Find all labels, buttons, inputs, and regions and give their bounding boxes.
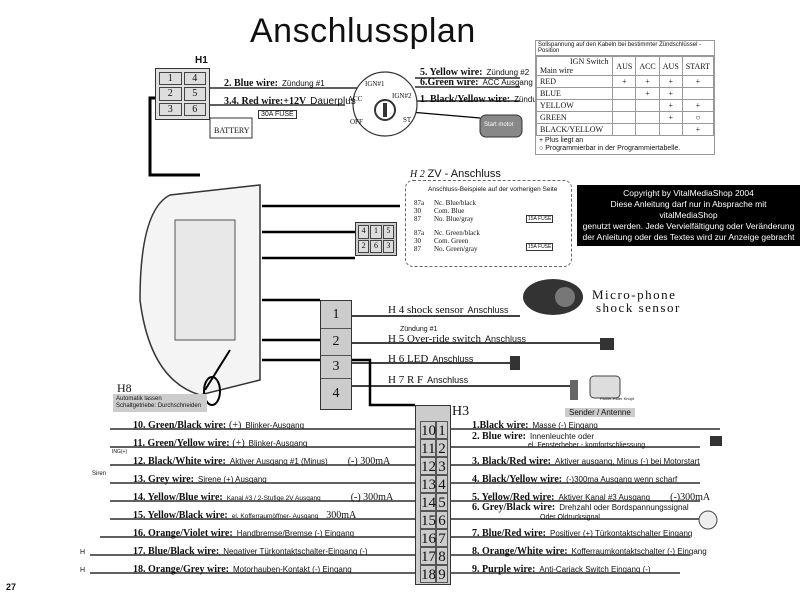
page-title: Anschlussplan (250, 12, 476, 50)
mid-pin: 3 (321, 356, 351, 379)
mid-pin: 4 (332, 386, 340, 401)
legend-plus: + Plus liegt an (539, 137, 584, 144)
circle-icon: ○ (539, 145, 546, 152)
mid-pin: 2 (321, 329, 351, 356)
h3-wire-10: 10. Green/Black wire: (+)Blinker-Ausgang (133, 420, 305, 431)
antenna-label: Sender / Antenne (565, 408, 635, 417)
h1-connector: 1 4 2 5 3 6 (155, 68, 210, 120)
battery-label: BATTERY (214, 126, 250, 135)
switch-ign1: IGN#1 (365, 80, 385, 88)
h3-wire-6: 6. Grey/Black wire:Drehzahl oder Bordspa… (472, 502, 689, 522)
h2-pin: 4 (358, 225, 370, 239)
h3-wire-11: 11. Green/Yellow wire: (+)Blinker-Ausgan… (133, 438, 308, 449)
switch-st: ST (403, 116, 412, 124)
start-motor-label: Start motor (484, 122, 514, 128)
h3-wire-13: 13. Grey wire:Sirene (+) Ausgang (133, 474, 267, 485)
header-main: Main wire (540, 66, 574, 75)
mid-pin: 1 (321, 301, 351, 329)
h2-fuse-1: 15A FUSE (526, 215, 554, 223)
h3-wire-8: 8. Orange/White wire:Kofferraumkontaktsc… (472, 546, 707, 557)
h3-wire-3: 3. Black/Red wire:Aktiver ausgang, Minus… (472, 456, 700, 467)
col-header: ACC (635, 56, 660, 76)
h3-wire-4: 4. Black/Yellow wire:(-)300ma Ausgang we… (472, 474, 678, 485)
h2-fuse-2: 15A FUSE (526, 243, 554, 251)
legend-circle: ○ Programmierbar in der Programmiertabel… (539, 145, 681, 152)
table-row: BLACK/YELLOW+ (535, 123, 715, 136)
h3-wire-14: 14. Yellow/Blue wire:Kanal #3 / 2-Stufig… (133, 492, 394, 503)
h2-connector: 4 1 5 2 6 3 (355, 222, 397, 256)
h3-wire-17: 17. Blue/Black wire:Negativer Türkontakt… (133, 546, 368, 557)
h3-wire-16: 16. Orange/Violet wire:Handbremse/Bremse… (133, 528, 355, 539)
h2-pin: 1 (370, 225, 382, 239)
mid-connector: 1 2 3 4 (320, 300, 352, 410)
col-header: START (681, 56, 715, 76)
h2-header: H 2 ZV - Anschluss (410, 168, 501, 180)
h8-note: Automatik lassen Schaltgetriebe: Durchsc… (113, 394, 207, 412)
h2-box: Anschluss-Beispiele auf der vorherigen S… (405, 180, 572, 267)
h3-wire-18: 18. Orange/Grey wire:Motorhauben-Kontakt… (133, 564, 352, 575)
h1-pin: 2 (159, 87, 182, 101)
h1-green-wire: 6.Green wire:ACC Ausgang (420, 77, 533, 88)
switch-ign2: IGN#2 (392, 92, 412, 100)
h3-wire-1: 1.Black wire:Masse (-) Eingang (472, 420, 598, 431)
h1-pin: 3 (159, 102, 182, 116)
ing-pos-mark: ING(+) (112, 449, 128, 455)
switch-acc: ACC (348, 95, 363, 103)
table-row: BLUE++ (535, 87, 715, 100)
table-caption: Sollspannung auf den Kabeln bei bestimmt… (536, 41, 714, 56)
siren-mark: Siren (92, 471, 107, 477)
table-row: GREEN+○ (535, 111, 715, 124)
h1-yellow-wire: 5. Yellow wire:Zündung #2 (420, 67, 530, 78)
switch-off: OFF (350, 118, 363, 126)
copyright-notice: Copyright by VitalMediaShop 2004 Diese A… (577, 185, 800, 246)
h-mark-2: H (80, 567, 86, 574)
h3-wire-9: 9. Purple wire:Anti-Carjack Switch Einga… (472, 564, 651, 575)
h3-wire-7: 7. Blue/Red wire:Positiver (+) Türkontak… (472, 528, 693, 539)
h3-label: H3 (452, 404, 470, 419)
h8-label: H8 (117, 381, 132, 395)
h1-fuse: 30A FUSE (258, 110, 297, 119)
h2-pin: 3 (382, 239, 394, 253)
h5-note: Zündung #1 (400, 326, 438, 333)
header-switch: IGN Switch (570, 57, 609, 66)
table-row: RED++++ (535, 75, 715, 88)
h1-pin: 5 (183, 87, 206, 101)
h1-pin: 1 (159, 72, 182, 86)
col-header: AUS (612, 56, 637, 76)
antenna-small-label: Father-Rider Knopf (600, 396, 635, 401)
h2-pin: 5 (382, 225, 394, 239)
h1-label: H1 (195, 55, 208, 66)
h2-pin: 2 (358, 239, 370, 253)
table-row: YELLOW++ (535, 99, 715, 112)
col-header: AUS (658, 56, 683, 76)
h2-subtitle: Anschluss-Beispiele auf der vorherigen S… (428, 186, 558, 193)
h1-pin: 4 (183, 72, 206, 86)
h3-wire-5: 5. Yellow/Red wire:Aktiver Kanal #3 Ausg… (472, 492, 711, 503)
h1-pin: 6 (183, 102, 206, 116)
h3-wire-12: 12. Black/White wire:Aktiver Ausgang #1 … (133, 456, 391, 467)
h3-wire-15: 15. Yellow/Black wire:el. Kofferraumöffn… (133, 510, 357, 521)
h-mark: H (80, 549, 86, 556)
ignition-state-table: Sollspannung auf den Kabeln bei bestimmt… (535, 40, 715, 155)
h2-pin: 6 (370, 239, 382, 253)
h1-blue-wire: 2. Blue wire:Zündung #1 (224, 78, 325, 89)
page-number: 27 (6, 582, 17, 592)
